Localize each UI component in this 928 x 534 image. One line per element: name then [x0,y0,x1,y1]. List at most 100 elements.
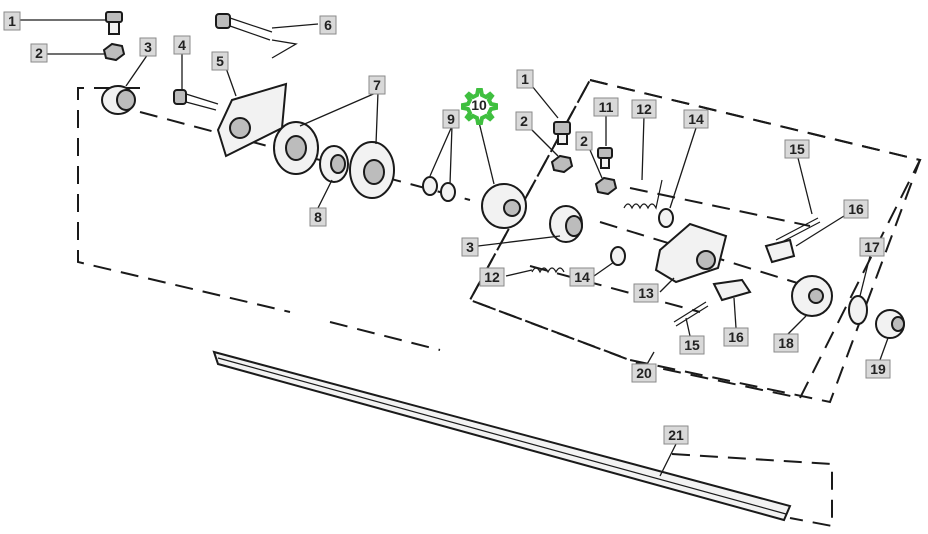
leader-10 [477,117,495,185]
svg-text:9: 9 [447,111,455,127]
callout-11: 11 [593,97,619,117]
callout-21: 21 [663,425,689,445]
callout-6: 6 [319,15,337,35]
leader-13 [659,277,675,293]
callout-3b: 3 [461,237,479,257]
leader-21 [659,443,677,477]
arm-part-13 [654,222,728,284]
leader-14b [593,261,615,277]
svg-text:6: 6 [324,17,332,33]
callout-1b: 1 [516,69,534,89]
shaft-part-21 [212,350,792,522]
snap-ring-part-17 [848,295,868,325]
leader-18 [785,315,807,337]
svg-text:7: 7 [373,77,381,93]
washer-part-14-lower [610,246,626,266]
svg-text:14: 14 [688,111,704,127]
callout-14b: 14 [569,267,595,287]
flange-part-7-left [273,121,319,175]
callout-16b: 16 [723,327,749,347]
lower-axis-line [529,265,701,313]
link-part-16-upper [764,238,796,264]
callout-12a: 12 [631,99,657,119]
callout-18: 18 [773,333,799,353]
callout-10[interactable]: 10 [461,88,498,125]
svg-text:10: 10 [471,97,487,113]
callout-14a: 14 [683,109,709,129]
svg-text:16: 16 [728,329,744,345]
svg-text:3: 3 [466,239,474,255]
leader-15b [685,317,691,337]
leader-12a [641,115,645,181]
mid-axis-line [629,187,811,227]
svg-text:21: 21 [668,427,684,443]
callout-13: 13 [633,283,659,303]
svg-text:5: 5 [216,53,224,69]
callout-7: 7 [368,75,386,95]
bushing-part-19 [875,309,905,339]
nut-part-2-right-second [594,176,618,196]
svg-text:8: 8 [314,209,322,225]
svg-text:14: 14 [574,269,590,285]
callout-1a: 1 [3,11,21,31]
nut-part-2 [102,42,126,62]
washers-part-9 [422,176,456,202]
spring-part-12-lower [531,267,565,274]
bolt-part-6 [215,13,273,41]
svg-text:19: 19 [870,361,886,377]
svg-text:18: 18 [778,335,794,351]
leader-16a [795,215,845,247]
callout-15b: 15 [679,335,705,355]
svg-text:1: 1 [521,71,529,87]
svg-text:16: 16 [848,201,864,217]
svg-text:17: 17 [864,239,880,255]
leader-1b [531,85,559,119]
pin-part-15-upper [775,217,821,245]
leader-15a [797,157,813,215]
collar-part-3-second [549,205,583,243]
link-part-16-lower [712,278,752,302]
callout-2a: 2 [30,43,48,63]
leader-5 [225,67,237,97]
spring-part-12-upper [623,179,663,210]
bolt-part-1-right [553,121,571,145]
callout-20: 20 [631,363,657,383]
leader-2c [589,149,603,179]
callout-19: 19 [865,359,891,379]
svg-text:12: 12 [484,269,500,285]
bearing-part-8 [319,145,349,183]
sprocket-part-18 [791,275,833,317]
callout-17: 17 [859,237,885,257]
flange-part-7-right [349,141,395,199]
callout-12b: 12 [479,267,505,287]
right-assembly-outline [468,78,922,404]
svg-text:2: 2 [520,113,528,129]
bolt-part-4 [173,89,219,111]
washer-part-14-upper [658,208,674,228]
svg-text:20: 20 [636,365,652,381]
bolt-part-11 [597,147,613,169]
svg-text:2: 2 [35,45,43,61]
leader-16b [733,297,737,329]
leader-14a [669,127,697,209]
leader-6 [271,23,319,59]
leader-2b [529,127,559,157]
leader-7 [299,91,379,145]
callout-8: 8 [309,207,327,227]
svg-text:1: 1 [8,13,16,29]
pin-part-15-lower [673,301,709,327]
callout-15a: 15 [784,139,810,159]
svg-text:15: 15 [789,141,805,157]
callout-2c: 2 [575,131,593,151]
highlight-gear-icon [461,88,498,125]
leader-17 [859,255,871,297]
leader-9 [429,125,453,185]
svg-text:11: 11 [599,99,614,115]
svg-text:15: 15 [684,337,700,353]
bolt-part-1 [105,11,123,35]
nut-part-2-right [550,154,574,174]
svg-text:4: 4 [178,37,186,53]
callout-4: 4 [173,35,191,55]
